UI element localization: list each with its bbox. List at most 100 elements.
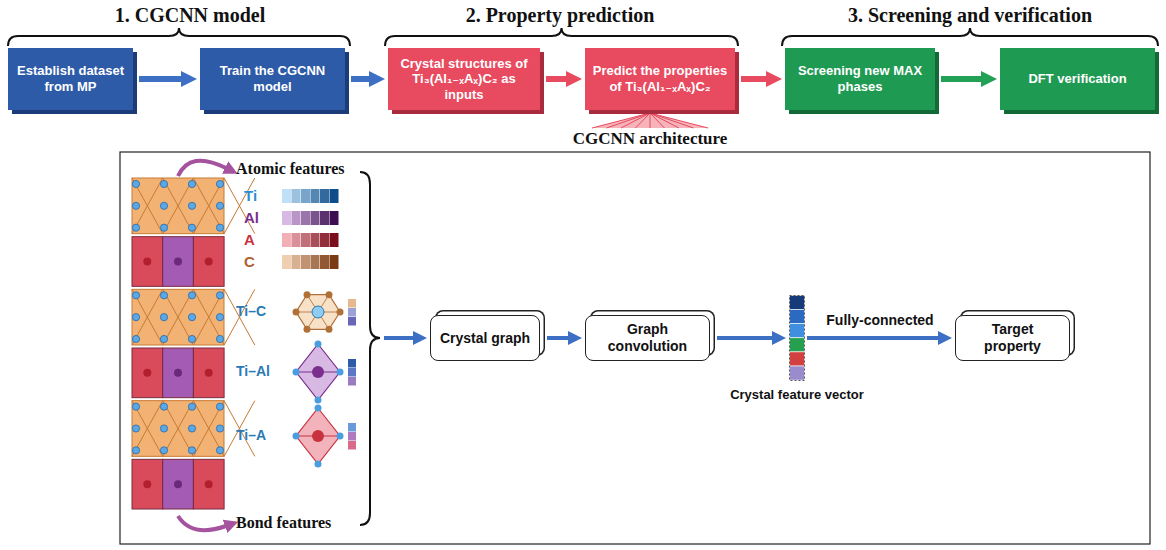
ti-atom: [216, 314, 223, 321]
ti-atom: [188, 335, 195, 342]
feature-cell: [301, 189, 310, 203]
box-text: Crystal structures of Ti₃(Al₁₋ₓAₓ)C₂ as …: [394, 56, 534, 103]
stacked-box: Target property: [955, 315, 1070, 361]
ti-atom: [188, 447, 195, 454]
ti-atom: [160, 292, 167, 299]
feature-cell: [301, 211, 310, 225]
group-brace: [385, 28, 738, 46]
a-site-octahedron: [132, 348, 163, 398]
ti-atom: [315, 397, 322, 404]
ti-atom: [160, 403, 167, 410]
feature-cell: [330, 233, 339, 247]
ti-atom: [216, 292, 223, 299]
feature-cell: [330, 255, 339, 269]
ti-atom: [315, 341, 322, 348]
a-site-octahedron: [132, 459, 163, 509]
curved-arrow: [178, 161, 226, 176]
bond-label: Ti–Al: [236, 363, 270, 379]
a-atom: [143, 480, 151, 488]
a-site-octahedron: [163, 459, 194, 509]
ti-atom: [216, 425, 223, 432]
feature-brace: [360, 172, 380, 525]
group-label: Atomic features: [236, 160, 345, 178]
a-atom: [143, 258, 151, 266]
section-heading: 3. Screening and verification: [848, 4, 1092, 27]
callout-ray: [650, 113, 651, 128]
process-box: Crystal structures of Ti₃(Al₁₋ₓAₓ)C₂ as …: [388, 48, 540, 110]
ti-al-polyhedron: [293, 341, 344, 404]
feature-cell: [292, 189, 301, 203]
bond-feature-cell: [348, 432, 356, 441]
ti-atom: [293, 369, 300, 376]
ti-atom: [188, 224, 195, 231]
feature-cell: [311, 189, 320, 203]
bond-line: [132, 401, 163, 457]
vector-cell: [790, 338, 805, 352]
process-box: DFT verification: [1000, 48, 1155, 110]
ti-c-polyhedron: [293, 291, 344, 333]
ti-atom: [160, 335, 167, 342]
c-atom: [326, 326, 333, 333]
ti-atom: [160, 425, 167, 432]
polyhedron-face: [296, 344, 340, 400]
box-text: Predict the properties of Ti₃(Al₁₋ₓAₓ)C₂: [591, 63, 729, 94]
bond-line: [193, 401, 224, 457]
box-text: Graph convolution: [594, 321, 701, 355]
bond-line: [193, 289, 224, 345]
a-site-octahedron: [193, 348, 224, 398]
feature-cell: [292, 233, 301, 247]
feature-cell: [330, 189, 339, 203]
ti-atom: [337, 369, 344, 376]
ti-atom: [132, 314, 139, 321]
a-atom: [174, 258, 182, 266]
flow-arrow: [546, 76, 567, 82]
ti-atom: [132, 202, 139, 209]
ti-atom: [188, 425, 195, 432]
feature-cell: [292, 255, 301, 269]
box-text: Establish dataset from MP: [14, 63, 127, 94]
carbide-layer: [132, 178, 224, 234]
box-text: Screening new MAX phases: [791, 63, 929, 94]
box-text: Train the CGCNN model: [206, 63, 339, 94]
a-site-octahedron: [193, 459, 224, 509]
ti-atom: [337, 433, 344, 440]
ti-atom: [315, 461, 322, 468]
stacked-box: Crystal graph: [430, 315, 540, 361]
a-site-octahedron: [132, 237, 163, 287]
bond-line: [193, 401, 224, 457]
ti-atom: [132, 403, 139, 410]
vector-cells: [789, 295, 805, 381]
process-box: Screening new MAX phases: [785, 48, 935, 110]
ti-atom: [315, 405, 322, 412]
architecture-panel: [120, 152, 1150, 544]
feature-cell: [320, 233, 329, 247]
c-atom: [293, 309, 300, 316]
vector-cell: [790, 296, 805, 310]
a-atom: [205, 258, 213, 266]
feature-cell: [320, 255, 329, 269]
ti-a-polyhedron: [293, 405, 344, 468]
feature-cell: [282, 211, 291, 225]
vector-cell: [790, 310, 805, 324]
a-atom: [174, 369, 182, 377]
ti-atom: [188, 314, 195, 321]
bond-label: Ti–C: [236, 303, 266, 319]
group-brace: [8, 28, 350, 46]
ti-atom: [188, 202, 195, 209]
section-heading: 2. Property prediction: [466, 4, 655, 27]
box-text: Crystal graph: [440, 330, 530, 347]
ti-atom: [216, 447, 223, 454]
feature-cell: [320, 189, 329, 203]
flow-arrow: [807, 336, 939, 340]
feature-cell: [311, 255, 320, 269]
crystal-structure: [132, 178, 255, 509]
process-box: Establish dataset from MP: [8, 48, 133, 110]
callout-fan: [592, 113, 708, 128]
bond-line: [132, 401, 163, 457]
feature-cell: [311, 211, 320, 225]
flow-arrow: [139, 76, 182, 82]
